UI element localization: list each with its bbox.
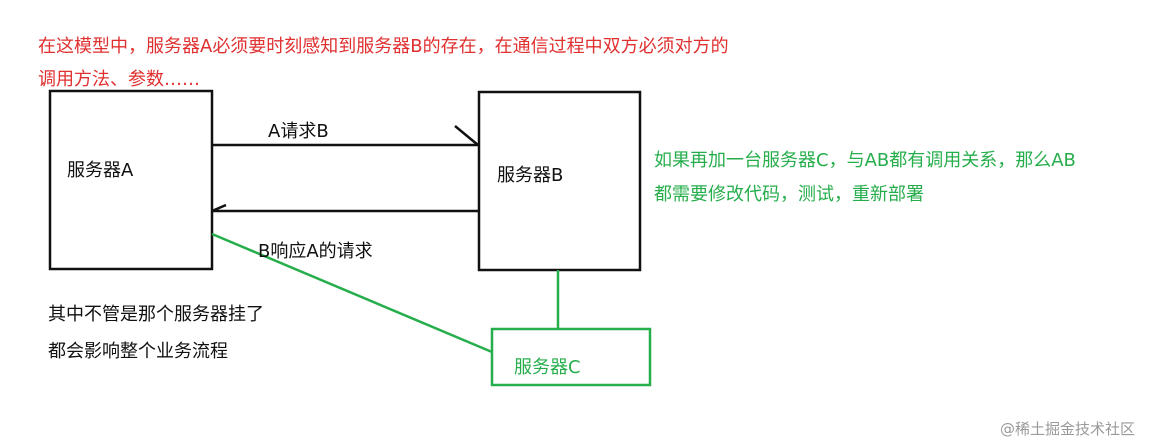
top-note-line2: 调用方法、参数…… (38, 69, 200, 90)
connector-a-to-c (211, 232, 493, 354)
right-note-line1: 如果再加一台服务器C，与AB都有调用关系，那么AB (654, 150, 1076, 171)
arrow-a-to-b-label: A请求B (268, 121, 329, 142)
server-a-box (48, 89, 214, 271)
server-a-label: 服务器A (67, 160, 134, 181)
watermark: @稀土掘金技术社区 (1000, 420, 1136, 438)
arrow-b-to-a-head (211, 203, 227, 213)
bottom-note-line1: 其中不管是那个服务器挂了 (48, 304, 264, 325)
arrow-a-to-b-head (454, 125, 479, 146)
server-b-label: 服务器B (497, 165, 564, 186)
server-b-box (477, 90, 642, 272)
arrow-b-to-a-label: B响应A的请求 (258, 241, 373, 262)
top-note-line1: 在这模型中，服务器A必须要时刻感知到服务器B的存在，在通信过程中双方必须对方的 (38, 36, 729, 57)
server-c-label: 服务器C (514, 357, 581, 378)
bottom-note-line2: 都会影响整个业务流程 (48, 341, 228, 362)
right-note-line2: 都需要修改代码，测试，重新部署 (654, 184, 924, 205)
server-c-box (490, 327, 652, 387)
